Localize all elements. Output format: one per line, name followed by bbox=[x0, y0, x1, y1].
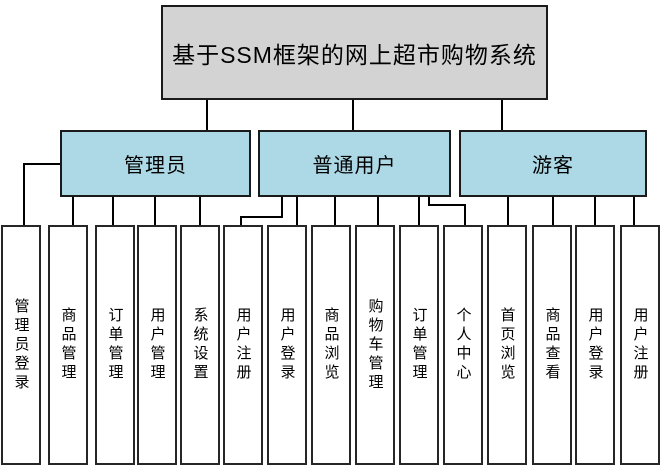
leaf-label: 用户管理 bbox=[148, 307, 166, 383]
leaf-box-product-mgmt: 商品管理 bbox=[48, 225, 88, 465]
leaf-label: 系统设置 bbox=[191, 307, 209, 383]
system-title-label: 基于SSM框架的网上超市购物系统 bbox=[172, 41, 537, 68]
connector-admin-leaf0 bbox=[23, 163, 60, 226]
leaf-label: 商品浏览 bbox=[322, 307, 340, 383]
leaf-box-user-register-2: 用户注册 bbox=[620, 225, 660, 465]
leaf-label: 用户登录 bbox=[278, 307, 296, 383]
leaf-box-user-login-2: 用户登录 bbox=[575, 225, 615, 465]
leaf-box-cart-mgmt: 购物车管理 bbox=[355, 225, 395, 465]
leaf-label: 用户注册 bbox=[631, 307, 649, 383]
leaf-box-order-mgmt: 订单管理 bbox=[95, 225, 135, 465]
connector-user-leaf5 bbox=[240, 196, 283, 226]
role-guest-label: 游客 bbox=[532, 155, 574, 177]
role-box-guest: 游客 bbox=[459, 130, 647, 197]
leaf-box-home-browse: 首页浏览 bbox=[487, 225, 527, 465]
leaf-box-user-register: 用户注册 bbox=[223, 225, 263, 465]
leaf-label: 用户登录 bbox=[586, 307, 604, 383]
leaf-box-order-mgmt-2: 订单管理 bbox=[399, 225, 439, 465]
leaf-box-user-login: 用户登录 bbox=[267, 225, 307, 465]
leaf-label: 商品查看 bbox=[543, 307, 561, 383]
leaf-label: 管理员登录 bbox=[12, 297, 30, 393]
role-box-normal-user: 普通用户 bbox=[258, 130, 451, 197]
leaf-label: 订单管理 bbox=[410, 307, 428, 383]
leaf-box-user-mgmt: 用户管理 bbox=[137, 225, 177, 465]
leaf-label: 商品管理 bbox=[59, 307, 77, 383]
leaf-label: 订单管理 bbox=[106, 307, 124, 383]
role-admin-label: 管理员 bbox=[124, 155, 187, 177]
leaf-label: 首页浏览 bbox=[498, 307, 516, 383]
leaf-box-product-browse: 商品浏览 bbox=[311, 225, 351, 465]
leaf-box-personal-center: 个人中心 bbox=[443, 225, 483, 465]
system-title-box: 基于SSM框架的网上超市购物系统 bbox=[161, 5, 548, 100]
role-user-label: 普通用户 bbox=[312, 155, 397, 177]
leaf-label: 个人中心 bbox=[454, 307, 472, 383]
role-box-admin: 管理员 bbox=[60, 130, 251, 197]
leaf-box-admin-login: 管理员登录 bbox=[1, 225, 41, 465]
leaf-label: 用户注册 bbox=[234, 307, 252, 383]
leaf-label: 购物车管理 bbox=[366, 297, 384, 393]
leaf-box-system-setting: 系统设置 bbox=[180, 225, 220, 465]
connector-user-leaf10 bbox=[428, 196, 466, 226]
leaf-box-product-view: 商品查看 bbox=[532, 225, 572, 465]
